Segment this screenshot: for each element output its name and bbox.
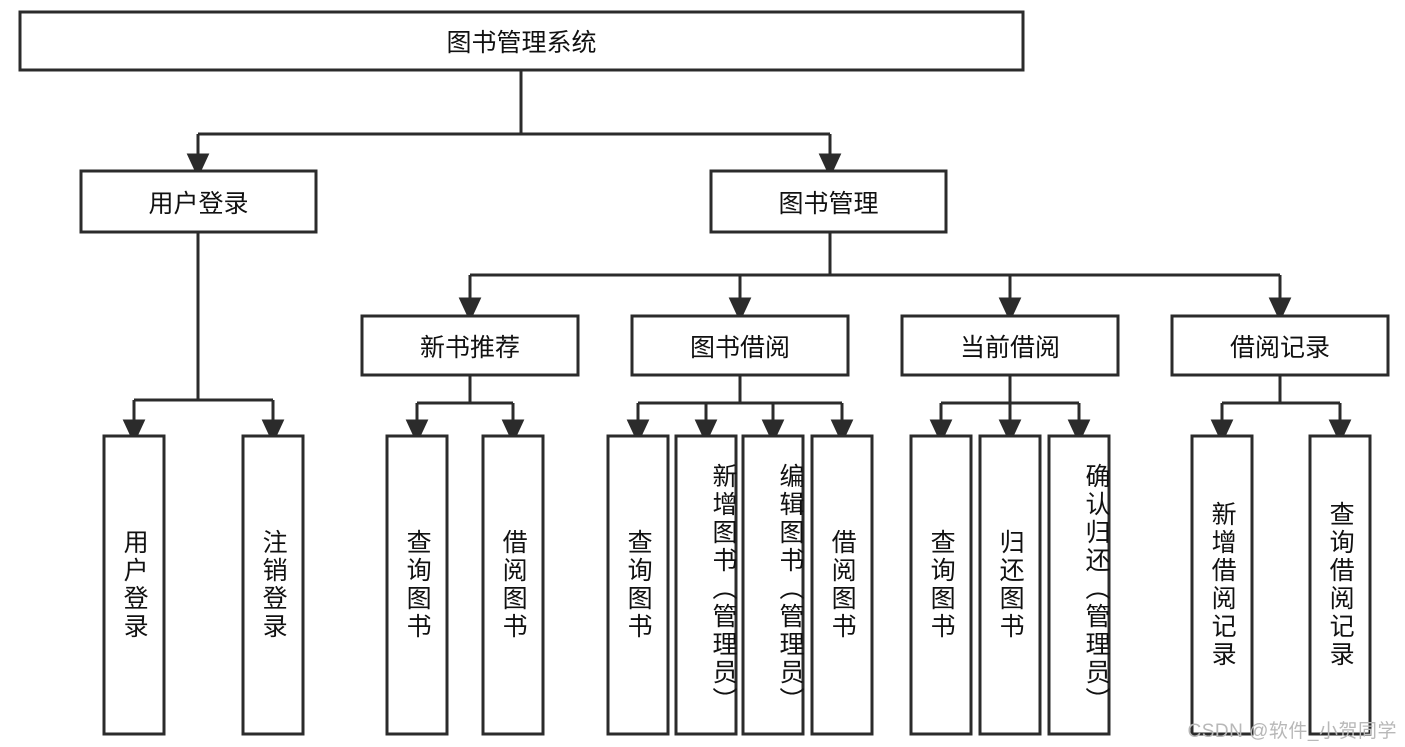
node-book-borrow-label: 图书借阅 <box>689 333 790 362</box>
node-borrow-record-box[interactable] <box>1170 314 1390 377</box>
leaf-box-edit-book[interactable] <box>741 434 805 736</box>
node-user-login-label: 用户登录 <box>148 189 249 218</box>
leaf-box-add-book[interactable] <box>674 434 738 736</box>
node-book-borrow-box[interactable] <box>630 314 850 377</box>
node-current-borrow-box[interactable] <box>900 314 1120 377</box>
node-borrow-record-label: 借阅记录 <box>1229 333 1330 362</box>
leaf-box-confirm-return[interactable] <box>1047 434 1111 736</box>
leaf-box-return-book[interactable] <box>978 434 1042 736</box>
node-book-manage-label: 图书管理 <box>778 189 879 218</box>
leaf-box-query-record[interactable] <box>1308 434 1372 736</box>
leaf-box-user-login[interactable] <box>102 434 166 736</box>
node-root-box[interactable] <box>18 10 1025 72</box>
node-new-book-box[interactable] <box>360 314 580 377</box>
leaf-box-add-record[interactable] <box>1190 434 1254 736</box>
leaf-box-borrow-book-1[interactable] <box>481 434 545 736</box>
leaf-box-logout[interactable] <box>241 434 305 736</box>
node-root-label: 图书管理系统 <box>446 29 597 57</box>
leaf-box-borrow-book-2[interactable] <box>810 434 874 736</box>
node-current-borrow-label: 当前借阅 <box>959 333 1060 362</box>
watermark-text: CSDN @软件_小贺同学 <box>1187 721 1397 742</box>
node-new-book-label: 新书推荐 <box>419 333 520 362</box>
node-book-manage-box[interactable] <box>709 169 948 234</box>
leaf-box-query-book-1[interactable] <box>385 434 449 736</box>
leaf-box-query-book-2[interactable] <box>606 434 670 736</box>
leaf-box-query-book-3[interactable] <box>909 434 973 736</box>
